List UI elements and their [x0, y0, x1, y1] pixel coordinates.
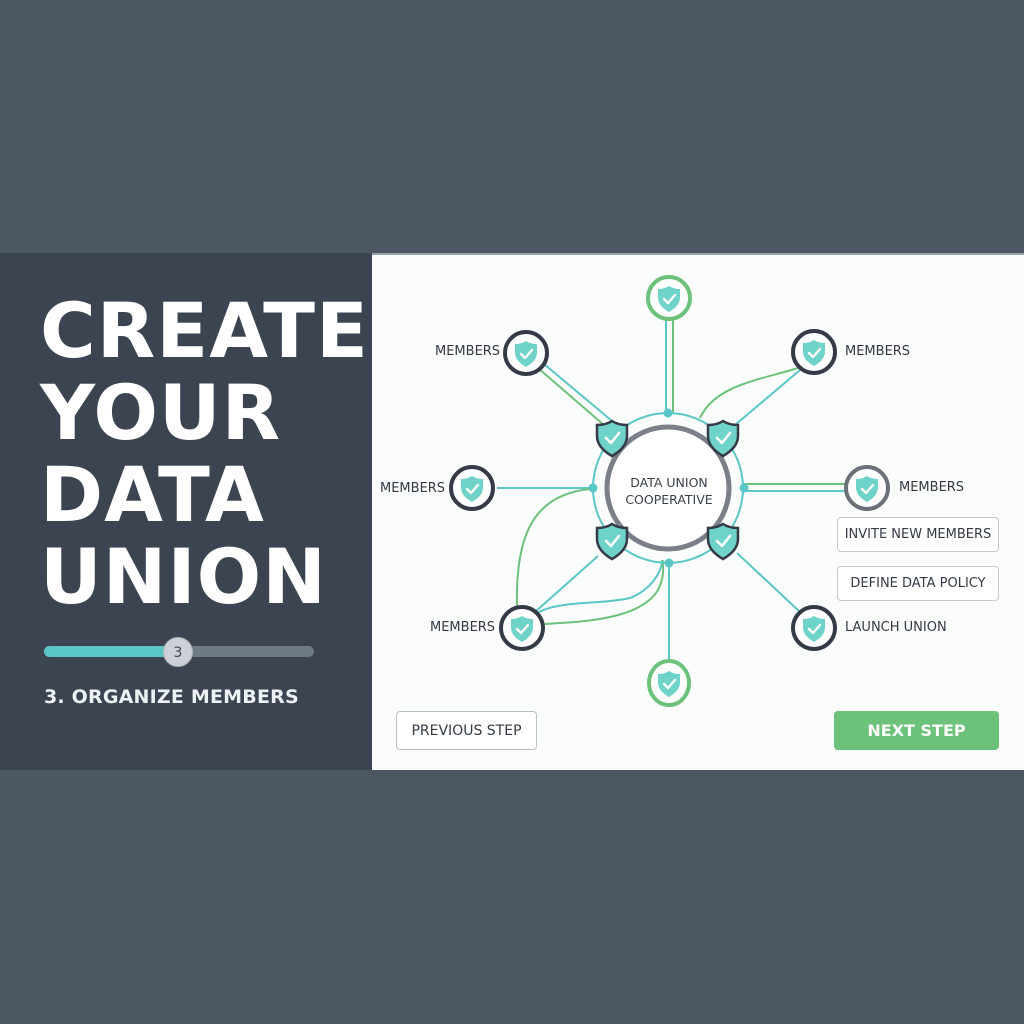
hub-label: DATA UNION COOPERATIVE [604, 474, 734, 508]
node-label-top-left: MEMBERS [435, 344, 501, 359]
next-step-button[interactable]: NEXT STEP [834, 711, 999, 750]
title-line-1: CREATE [40, 286, 369, 375]
title-line-2: YOUR [40, 368, 282, 457]
node-top [646, 275, 692, 321]
define-data-policy-button[interactable]: DEFINE DATA POLICY [837, 566, 999, 601]
launch-union-label[interactable]: LAUNCH UNION [845, 620, 947, 635]
invite-new-members-button[interactable]: INVITE NEW MEMBERS [837, 517, 999, 552]
node-label-mid-left: MEMBERS [380, 481, 446, 496]
node-bottom [647, 659, 691, 707]
title-line-3: DATA [40, 450, 265, 539]
step-progress-slider[interactable]: 3 [44, 637, 314, 667]
current-step-label: 3. ORGANIZE MEMBERS [44, 686, 299, 708]
wizard-sidebar [0, 253, 372, 770]
hub-label-line-1: DATA UNION [630, 475, 708, 490]
node-bottom-right [791, 605, 837, 651]
node-label-top-right: MEMBERS [845, 344, 911, 359]
progress-step-knob[interactable]: 3 [163, 637, 193, 667]
node-label-bottom-left: MEMBERS [430, 620, 496, 635]
connector-lines [497, 318, 847, 662]
bottom-background-band [0, 770, 1024, 1024]
top-background-band [0, 0, 1024, 253]
hub-shield-icon-bl [595, 522, 629, 561]
page-title: CREATE YOUR DATA UNION [40, 290, 369, 618]
previous-step-button[interactable]: PREVIOUS STEP [396, 711, 537, 750]
node-mid-left [449, 465, 495, 511]
hub-shield-icon-br [706, 522, 740, 561]
node-mid-right [844, 465, 890, 511]
title-line-4: UNION [40, 532, 327, 621]
node-top-left [503, 330, 549, 376]
node-top-right [791, 329, 837, 375]
hub-ring [604, 424, 732, 552]
hub-label-line-2: COOPERATIVE [625, 492, 713, 507]
node-label-mid-right: MEMBERS [899, 480, 965, 495]
node-bottom-left [499, 605, 545, 651]
progress-fill [44, 646, 180, 657]
